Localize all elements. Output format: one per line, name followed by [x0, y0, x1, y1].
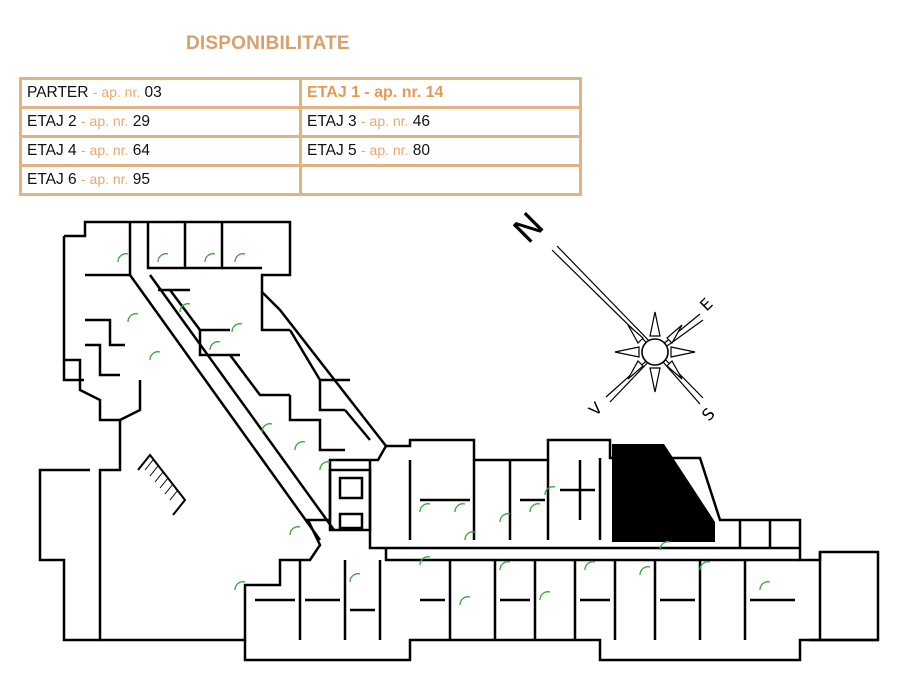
availability-cell	[299, 164, 582, 196]
compass-east-label: E	[696, 294, 717, 315]
apartment-label: - ap. nr.	[80, 113, 129, 129]
availability-cell: ETAJ 2 - ap. nr. 29	[19, 106, 302, 138]
availability-cell: ETAJ 5 - ap. nr. 80	[299, 135, 582, 167]
apartment-number: 80	[412, 142, 431, 159]
apartment-number: 14	[425, 84, 444, 101]
availability-cell: ETAJ 4 - ap. nr. 64	[19, 135, 302, 167]
availability-cell: ETAJ 1 - ap. nr. 14	[299, 77, 582, 109]
apartment-number: 95	[132, 171, 151, 188]
blocked-area	[612, 444, 715, 542]
apartment-label: - ap. nr.	[80, 142, 129, 158]
apartment-number: 29	[132, 113, 151, 130]
compass-south-label: S	[698, 404, 719, 425]
apartment-label: - ap. nr.	[360, 113, 409, 129]
building-walls	[38, 220, 880, 662]
floor-level: ETAJ 5	[307, 142, 357, 159]
apartment-number: 46	[412, 113, 431, 130]
apartment-label: - ap. nr.	[80, 171, 129, 187]
floor-level: ETAJ 3	[307, 113, 357, 130]
floor-level: ETAJ 2	[27, 113, 77, 130]
apartment-label: - ap. nr.	[92, 84, 141, 100]
compass-west-label: V	[585, 399, 606, 420]
apartment-number: 03	[144, 84, 162, 101]
availability-cell: PARTER - ap. nr. 03	[19, 77, 302, 109]
floor-level: PARTER	[27, 84, 89, 101]
staircase	[137, 453, 187, 516]
compass-north-label: N	[506, 205, 552, 251]
apartment-label: - ap. nr.	[364, 84, 422, 101]
availability-cell: ETAJ 3 - ap. nr. 46	[299, 106, 582, 138]
floor-level: ETAJ 6	[27, 171, 77, 188]
floor-level: ETAJ 1	[307, 84, 361, 101]
floor-level: ETAJ 4	[27, 142, 77, 159]
door-swings	[117, 253, 771, 606]
availability-row: ETAJ 6 - ap. nr. 95	[19, 164, 582, 196]
availability-cell: ETAJ 6 - ap. nr. 95	[19, 164, 302, 196]
page-title: DISPONIBILITATE	[186, 33, 350, 54]
apartment-number: 64	[132, 142, 151, 159]
compass-rose	[551, 245, 704, 405]
apartment-label: - ap. nr.	[360, 142, 409, 158]
